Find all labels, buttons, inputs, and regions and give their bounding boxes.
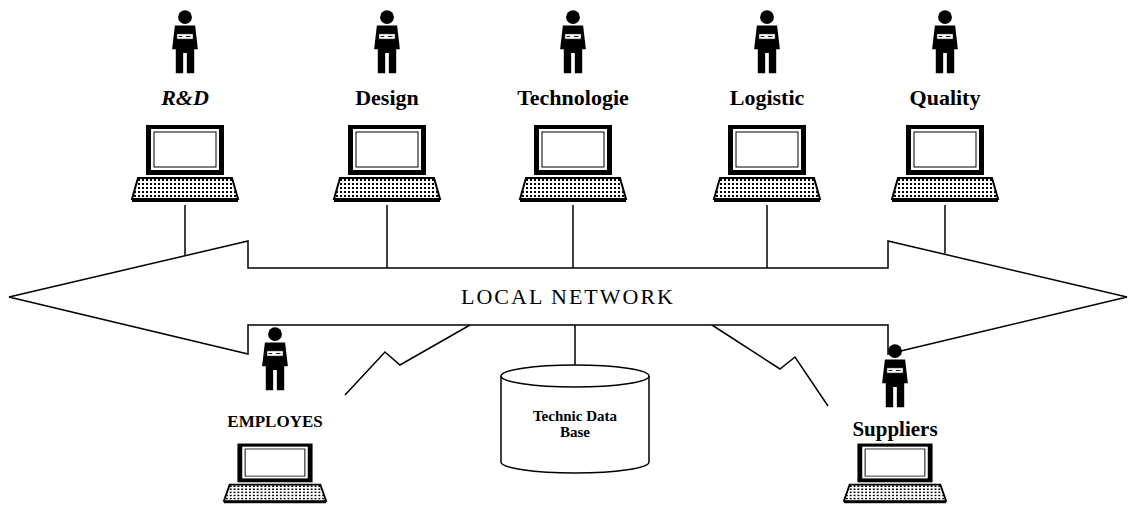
laptop-icon: [332, 123, 442, 203]
network-link: [345, 325, 470, 395]
network-band: LOCAL NETWORK: [8, 240, 1128, 355]
person-icon: [744, 8, 790, 76]
workstation-group: Design: [317, 8, 457, 205]
node-label: EMPLOYES: [205, 413, 345, 432]
workstation-group: Logistic: [697, 8, 837, 205]
person-icon: [252, 325, 298, 393]
person-icon: [364, 8, 410, 76]
network-link: [574, 325, 576, 365]
network-link: [712, 325, 828, 406]
laptop-icon: [890, 123, 1000, 203]
node-label: Suppliers: [828, 418, 962, 441]
network-link: [572, 205, 574, 268]
node-label: Technologie: [498, 86, 648, 110]
person-icon: [922, 8, 968, 76]
laptop-icon: [222, 442, 328, 504]
laptop-icon: [518, 123, 628, 203]
person-icon: [872, 342, 918, 410]
workstation-group: Suppliers: [828, 342, 962, 506]
laptop-icon: [712, 123, 822, 203]
database-cylinder: Technic Data Base: [500, 364, 650, 474]
node-label: Design: [317, 86, 457, 110]
node-label: Logistic: [697, 86, 837, 110]
node-label: R&D: [115, 86, 255, 110]
network-link: [184, 205, 186, 255]
laptop-icon: [842, 442, 948, 504]
workstation-group: Quality: [875, 8, 1015, 205]
node-label: LOCAL NETWORK: [457, 285, 679, 309]
person-icon: [162, 8, 208, 76]
network-link: [386, 205, 388, 268]
workstation-group: Technologie: [498, 8, 648, 205]
node-label: Technic Data Base: [525, 408, 625, 441]
person-icon: [550, 8, 596, 76]
workstation-group: R&D: [115, 8, 255, 205]
network-link: [766, 205, 768, 268]
laptop-icon: [130, 123, 240, 203]
node-label: Quality: [875, 86, 1015, 110]
network-link: [944, 205, 946, 254]
workstation-group: EMPLOYES: [205, 325, 345, 506]
